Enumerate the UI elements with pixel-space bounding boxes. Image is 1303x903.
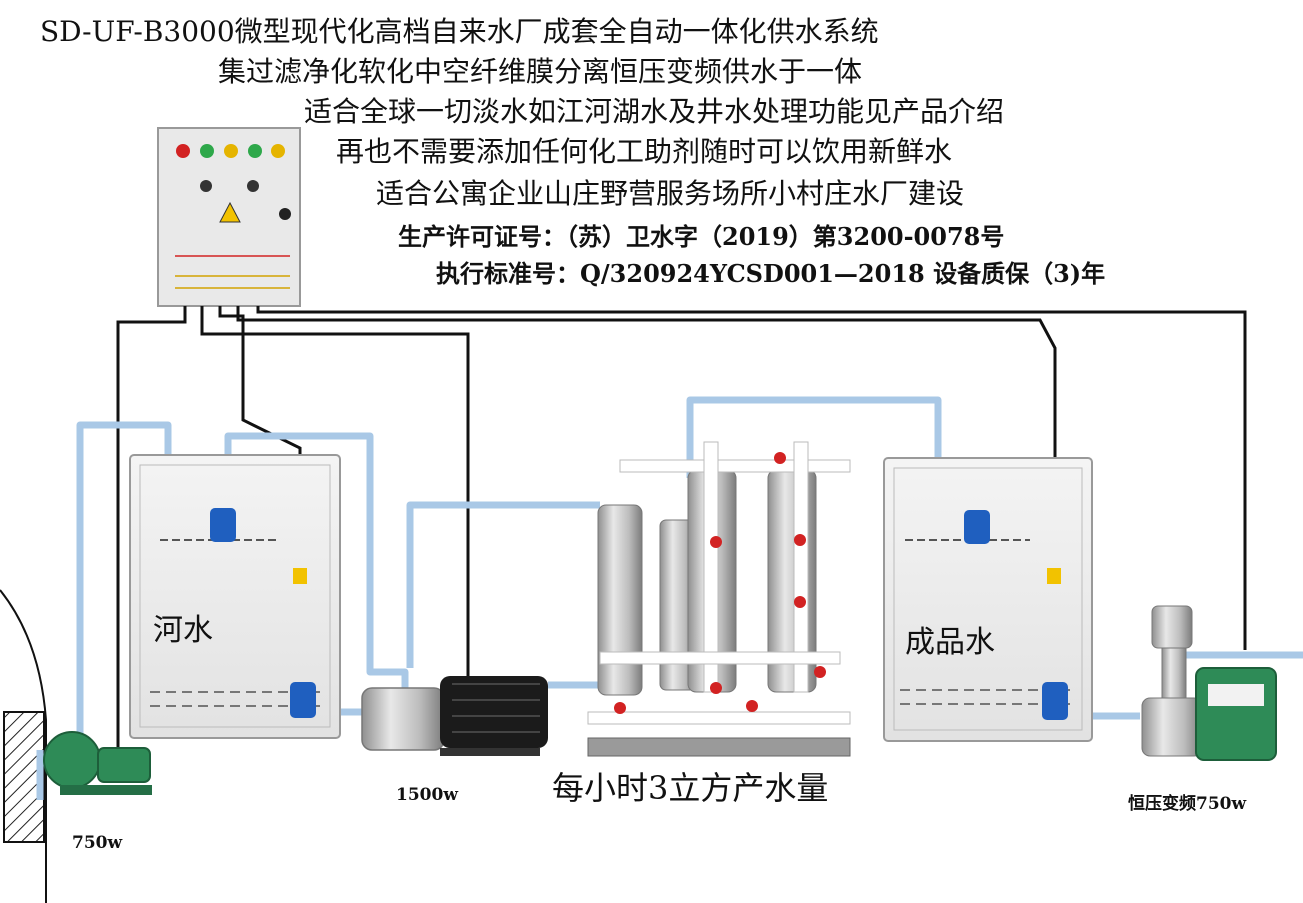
- filter-column-icon: [587, 441, 851, 757]
- control-panel-icon: [157, 127, 301, 307]
- standard-number: 执行标准号：Q/320924YCSD001—2018 设备质保（3)年: [436, 259, 1106, 288]
- no-chemical-line: 再也不需要添加任何化工助剂随时可以饮用新鲜水: [336, 135, 953, 168]
- riverbank: [0, 589, 47, 903]
- system-title: SD-UF-B3000微型现代化高档自来水厂成套全自动一体化供水系统: [40, 15, 879, 48]
- features-line: 集过滤净化软化中空纤维膜分离恒压变频供水于一体: [218, 55, 863, 88]
- supply-pump: [1141, 605, 1277, 761]
- raw-water-label: 河水: [153, 613, 213, 648]
- intake-pump-power: 750w: [72, 833, 123, 853]
- application-line: 适合全球一切淡水如江河湖水及井水处理功能见产品介绍: [304, 95, 1005, 128]
- float-switch-icon: [210, 508, 316, 718]
- intake-pump: [43, 731, 152, 795]
- usage-line: 适合公寓企业山庄野营服务场所小村庄水厂建设: [376, 177, 965, 210]
- license-number: 生产许可证号：（苏）卫水字（2019）第3200-0078号: [398, 222, 1005, 251]
- float-switch-icon: [964, 510, 1068, 720]
- capacity-caption: 每小时3立方产水量: [552, 769, 829, 807]
- product-water-label: 成品水: [905, 625, 995, 660]
- booster-pump-power: 1500w: [396, 785, 458, 805]
- booster-pump: [361, 676, 548, 756]
- supply-pump-power: 恒压变频750w: [1128, 794, 1247, 814]
- raw-water-tank: [129, 454, 341, 739]
